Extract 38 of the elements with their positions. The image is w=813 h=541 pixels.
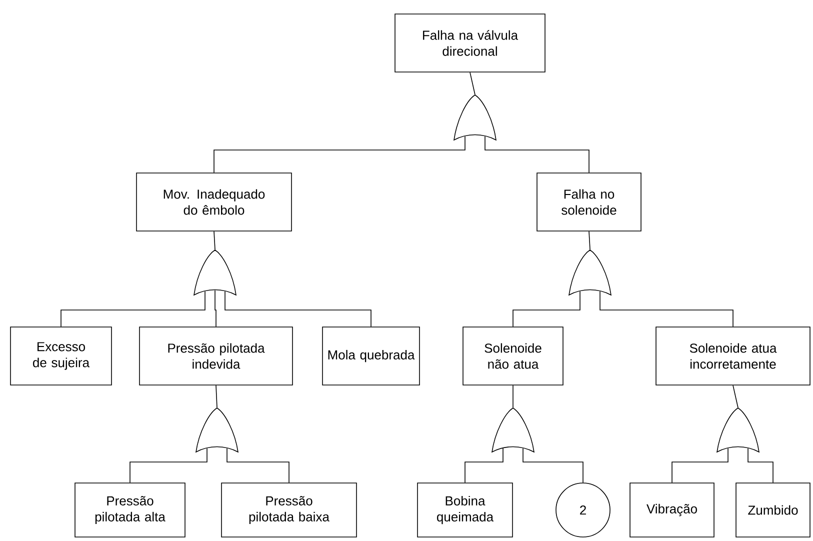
or-gate bbox=[454, 94, 496, 140]
connector-line bbox=[130, 448, 208, 483]
connector-line bbox=[214, 231, 216, 250]
event-box: Mola quebrada bbox=[322, 326, 420, 386]
event-box: Solenoide não atua bbox=[462, 326, 564, 386]
connector-line bbox=[512, 291, 580, 327]
or-gate bbox=[568, 250, 612, 296]
or-gate bbox=[196, 408, 238, 452]
connector-line bbox=[672, 448, 728, 483]
connector-line bbox=[60, 291, 206, 327]
event-box: Vibração bbox=[630, 482, 714, 538]
or-gate bbox=[716, 408, 760, 452]
or-gate bbox=[492, 408, 534, 452]
connector-line bbox=[226, 448, 290, 483]
connector-line bbox=[748, 448, 774, 483]
connector-line bbox=[214, 290, 216, 327]
connector-line bbox=[216, 385, 218, 408]
event-box: Excesso de sujeira bbox=[10, 326, 112, 386]
connector-line bbox=[512, 385, 514, 408]
event-box: Falha no solenoide bbox=[536, 172, 642, 232]
connector-line bbox=[588, 231, 590, 250]
connector-line bbox=[522, 448, 584, 483]
event-box: Zumbido bbox=[736, 482, 810, 538]
connector-line bbox=[214, 136, 466, 173]
connector-line bbox=[464, 448, 504, 483]
event-box: Mov. Inadequado do êmbolo bbox=[136, 172, 292, 232]
event-box: Falha na válvula direcional bbox=[394, 14, 546, 72]
connector-line bbox=[484, 136, 590, 173]
connector-line bbox=[732, 385, 738, 408]
connector-line bbox=[224, 291, 372, 327]
event-box: Pressão pilotada indevida bbox=[139, 326, 293, 386]
connector-line bbox=[600, 291, 734, 327]
event-box: Bobina queimada bbox=[417, 482, 513, 538]
event-box: Pressão pilotada alta bbox=[74, 482, 186, 538]
connector-line bbox=[470, 72, 476, 95]
event-box: Pressão pilotada baixa bbox=[221, 482, 357, 538]
or-gate bbox=[194, 250, 236, 296]
event-box: Solenoide atua incorretamente bbox=[656, 326, 810, 386]
